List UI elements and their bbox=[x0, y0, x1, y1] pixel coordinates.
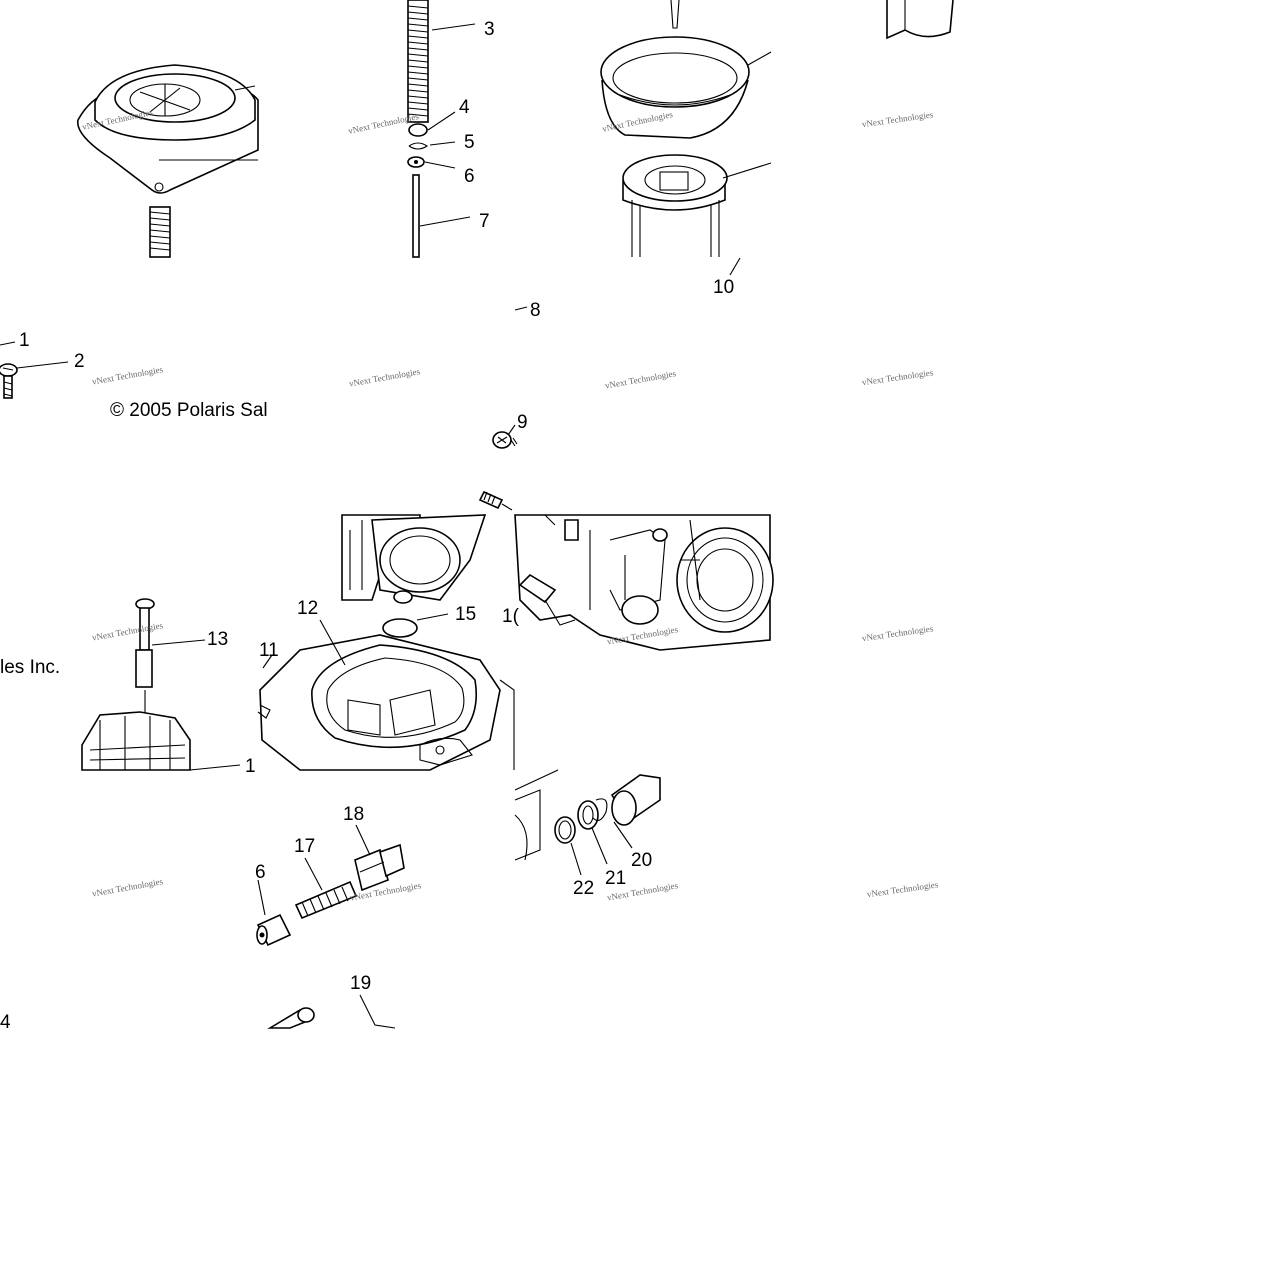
watermark: vNext Technologies bbox=[861, 623, 934, 643]
callout-12: 12 bbox=[297, 598, 318, 619]
callout-14-fragment: 1 bbox=[245, 756, 256, 777]
watermark: vNext Technologies bbox=[91, 876, 164, 898]
watermark: vNext Technologies bbox=[91, 620, 164, 642]
spring-seat bbox=[408, 123, 428, 137]
callout-18: 18 bbox=[343, 804, 364, 825]
leader-11 bbox=[262, 654, 273, 669]
callout-3: 3 bbox=[484, 19, 495, 40]
watermark: vNext Technologies bbox=[861, 109, 934, 129]
watermark: vNext Technologies bbox=[866, 879, 939, 899]
callout-1: 1 bbox=[19, 330, 30, 351]
jet-needle bbox=[412, 174, 420, 258]
callout-15: 15 bbox=[455, 604, 476, 625]
callout-8: 8 bbox=[530, 300, 541, 321]
drain-tube bbox=[267, 994, 396, 1029]
choke-spring bbox=[294, 857, 358, 920]
piston-slide bbox=[622, 154, 728, 257]
watermark-layer: vNext Technologies vNext Technologies vN… bbox=[81, 107, 939, 903]
callout-19: 19 bbox=[350, 973, 371, 994]
vacuum-piston-assembly bbox=[600, 0, 772, 276]
callout-7: 7 bbox=[479, 211, 490, 232]
rubber-diaphragm bbox=[600, 36, 750, 108]
pilot-jet-assembly bbox=[135, 598, 206, 715]
jet-needle-assembly bbox=[407, 0, 476, 258]
choke-plunger-assembly bbox=[256, 824, 405, 947]
callout-2: 2 bbox=[74, 351, 85, 372]
callout-13: 13 bbox=[207, 629, 228, 650]
cover-screw bbox=[0, 341, 69, 399]
callout-16b-fragment: 6 bbox=[255, 862, 266, 883]
callout-22: 22 bbox=[573, 878, 594, 899]
carburetor-body-top bbox=[341, 514, 487, 604]
choke-plunger bbox=[256, 913, 292, 947]
callout-24-fragment: 4 bbox=[0, 1012, 11, 1033]
fitting-assembly bbox=[514, 769, 661, 876]
carburetor-main-body bbox=[514, 514, 774, 651]
cover-spring bbox=[149, 206, 171, 258]
float-assembly bbox=[81, 711, 241, 771]
callout-11: 11 bbox=[259, 640, 279, 661]
needle-spring bbox=[407, 0, 429, 123]
top-chamber-cap bbox=[886, 0, 954, 40]
watermark: vNext Technologies bbox=[604, 368, 677, 390]
float-bowl bbox=[257, 619, 515, 771]
e-clip bbox=[408, 142, 428, 150]
callout-9: 9 bbox=[517, 412, 528, 433]
copyright-fragment-left: © 2005 Polaris Sal bbox=[110, 400, 268, 421]
callout-16-fragment: 1( bbox=[502, 606, 520, 627]
o-ring bbox=[382, 618, 418, 638]
callout-20: 20 bbox=[631, 850, 652, 871]
idle-screw bbox=[478, 490, 513, 511]
callout-10: 10 bbox=[713, 277, 734, 298]
watermark: vNext Technologies bbox=[91, 364, 164, 386]
watermark: vNext Technologies bbox=[861, 367, 934, 387]
choke-nut bbox=[354, 824, 405, 892]
copyright-fragment-right: les Inc. bbox=[0, 657, 60, 678]
callout-21: 21 bbox=[605, 868, 626, 889]
air-screw bbox=[492, 424, 518, 449]
callout-6: 6 bbox=[464, 166, 475, 187]
callout-4: 4 bbox=[459, 97, 470, 118]
callout-5: 5 bbox=[464, 132, 475, 153]
callout-17: 17 bbox=[294, 836, 315, 857]
watermark: vNext Technologies bbox=[348, 366, 421, 388]
diaphragm-cover-assembly bbox=[77, 64, 259, 258]
leader-8 bbox=[514, 306, 528, 311]
callout-labels: 3 4 5 6 7 10 8 1 2 9 12 15 1( 13 11 1 18… bbox=[0, 19, 734, 1033]
